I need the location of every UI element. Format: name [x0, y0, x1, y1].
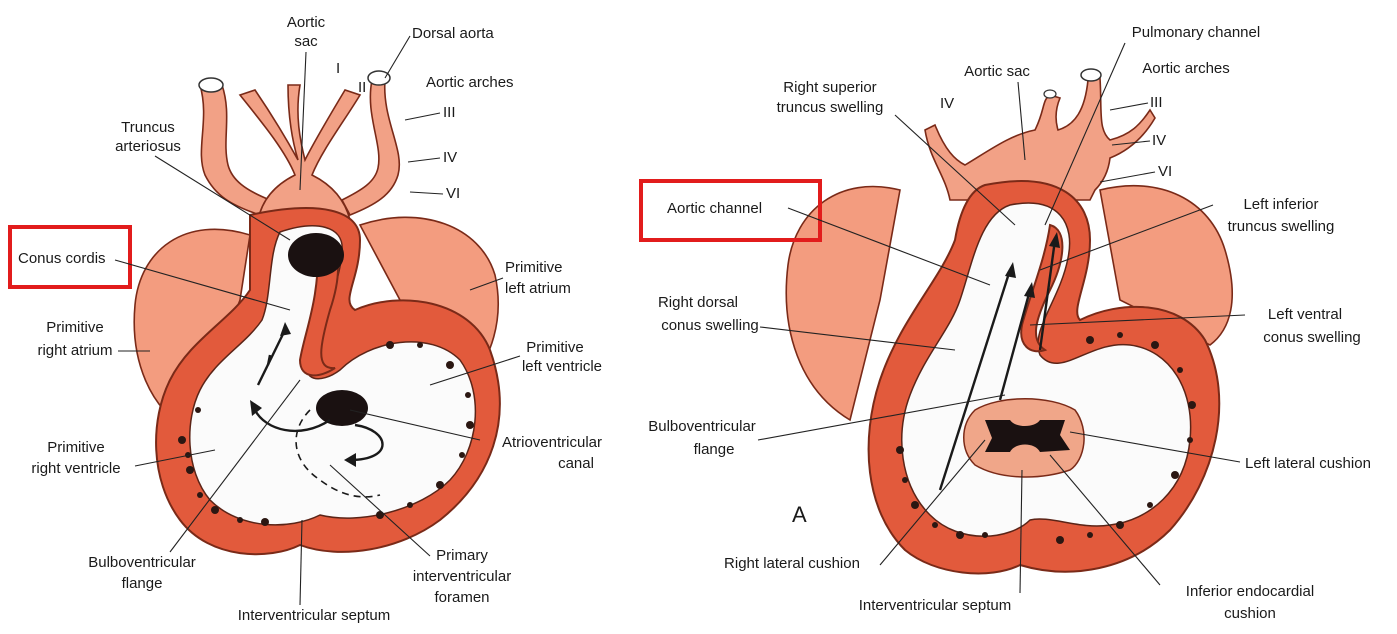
right-vessel-opening	[1081, 69, 1101, 81]
label-left-atrium-2: left atrium	[505, 280, 571, 297]
left-vessel-opening-right	[199, 78, 223, 92]
label-right-lateral-cushion: Right lateral cushion	[724, 555, 860, 572]
label-left-ventricle-1: Primitive	[526, 339, 584, 356]
label-truncus-1: Truncus	[121, 119, 175, 136]
label-aortic-sac-right: Aortic sac	[964, 63, 1030, 80]
left-av-canal-opening	[316, 390, 368, 426]
label-av-canal-1: Atrioventricular	[502, 434, 602, 451]
label-rdc-swelling-1: Right dorsal	[658, 294, 738, 311]
label-right-atrium-1: Primitive	[46, 319, 104, 336]
label-lit-swelling-2: truncus swelling	[1228, 218, 1335, 235]
label-inf-endo-cushion-1: Inferior endocardial	[1186, 583, 1314, 600]
label-arch-VI-right: VI	[1158, 163, 1172, 180]
label-bulbo-flange-left-1: Bulboventricular	[88, 554, 196, 571]
label-bulbo-flange-left-2: flange	[122, 575, 163, 592]
right-vessel-opening-small	[1044, 90, 1056, 98]
label-arch-VI: VI	[446, 185, 460, 202]
label-av-canal-2: canal	[558, 455, 594, 472]
label-right-ventricle-1: Primitive	[47, 439, 105, 456]
label-panel-A: A	[792, 502, 807, 527]
label-arch-IV-top: IV	[940, 95, 954, 112]
label-arch-IV: IV	[443, 149, 457, 166]
label-bulbo-flange-right-1: Bulboventricular	[648, 418, 756, 435]
label-arch-II: II	[358, 79, 366, 96]
label-primary-foramen-1: Primary	[436, 547, 488, 564]
label-truncus-2: arteriosus	[115, 138, 181, 155]
label-arch-III: III	[443, 104, 456, 121]
label-rst-swelling-1: Right superior	[783, 79, 876, 96]
label-aortic-arches-left: Aortic arches	[426, 74, 514, 91]
label-lit-swelling-1: Left inferior	[1243, 196, 1318, 213]
left-vessel-opening-left	[368, 71, 390, 85]
label-right-ventricle-2: right ventricle	[31, 460, 120, 477]
label-arch-III-right: III	[1150, 94, 1163, 111]
label-bulbo-flange-right-2: flange	[694, 441, 735, 458]
label-inf-endo-cushion-2: cushion	[1224, 605, 1276, 622]
label-primary-foramen-3: foramen	[434, 589, 489, 606]
label-aortic-sac-1: Aortic	[287, 14, 326, 31]
label-dorsal-aorta: Dorsal aorta	[412, 25, 494, 42]
label-rst-swelling-2: truncus swelling	[777, 99, 884, 116]
label-aortic-arches-right: Aortic arches	[1142, 60, 1230, 77]
label-left-lateral-cushion: Left lateral cushion	[1245, 455, 1371, 472]
label-aortic-channel: Aortic channel	[667, 200, 762, 217]
label-right-atrium-2: right atrium	[37, 342, 112, 359]
label-iv-septum-left: Interventricular septum	[238, 607, 391, 624]
label-lvc-swelling-2: conus swelling	[1263, 329, 1361, 346]
label-conus-cordis: Conus cordis	[18, 250, 106, 267]
left-heart-figure	[134, 71, 500, 554]
label-rdc-swelling-2: conus swelling	[661, 317, 759, 334]
label-iv-septum-right: Interventricular septum	[859, 597, 1012, 614]
label-left-ventricle-2: left ventricle	[522, 358, 602, 375]
label-pulmonary-channel: Pulmonary channel	[1132, 24, 1260, 41]
label-arch-I: I	[336, 60, 340, 77]
label-arch-IV-right: IV	[1152, 132, 1166, 149]
label-aortic-sac-2: sac	[294, 33, 318, 50]
label-left-atrium-1: Primitive	[505, 259, 563, 276]
label-lvc-swelling-1: Left ventral	[1268, 306, 1342, 323]
left-truncus-opening	[288, 233, 344, 277]
label-primary-foramen-2: interventricular	[413, 568, 511, 585]
